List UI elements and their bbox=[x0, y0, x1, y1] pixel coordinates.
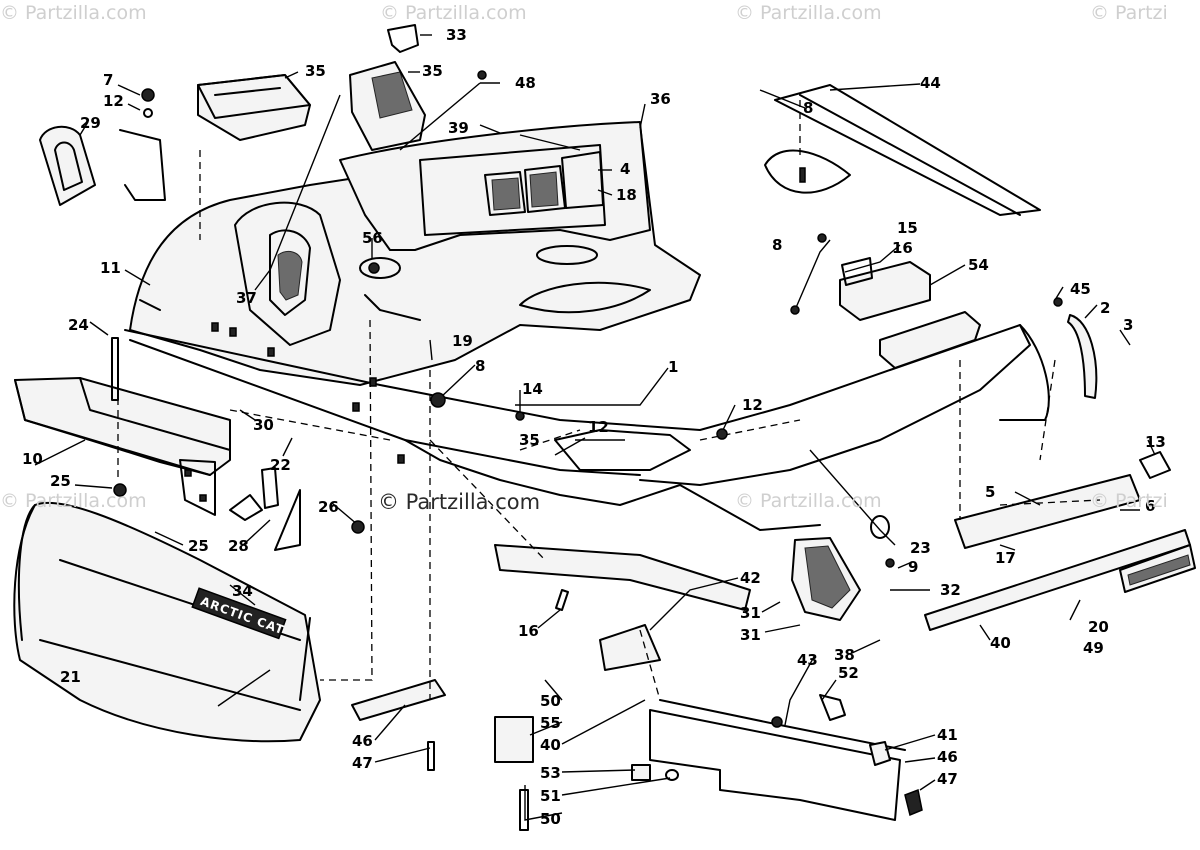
callout-32: 34 bbox=[232, 582, 253, 600]
callout-44: 44 bbox=[920, 74, 941, 92]
headlight-box bbox=[197, 74, 311, 141]
callout-47: 47 bbox=[352, 754, 373, 772]
watermark-top-left: © Partzilla.com bbox=[0, 2, 147, 24]
callout-40: 41 bbox=[937, 726, 958, 744]
callout-labels: 33 35 48 35 44 36 4 18 39 7 12 29 11 56 … bbox=[22, 26, 1166, 828]
callout-34: 35 bbox=[519, 431, 540, 449]
watermark-mid-left: © Partzilla.com bbox=[0, 490, 147, 512]
callout-15: 16 bbox=[892, 239, 913, 257]
callout-16: 16 bbox=[518, 622, 539, 640]
callout-33: 35 bbox=[422, 62, 443, 80]
bracket-54 bbox=[839, 257, 981, 369]
callout-3: 3 bbox=[1123, 316, 1133, 334]
callout-56: 56 bbox=[362, 229, 383, 247]
watermark-top-center: © Partzilla.com bbox=[380, 2, 527, 24]
callout-1: 1 bbox=[668, 358, 678, 376]
callout-54: 54 bbox=[968, 256, 989, 274]
callout-31: 32 bbox=[940, 581, 961, 599]
side-rails bbox=[924, 451, 1196, 631]
callout-9: 9 bbox=[908, 558, 918, 576]
callout-2: 2 bbox=[1100, 299, 1110, 317]
callout-29: 31 bbox=[740, 604, 761, 622]
callout-37: 39 bbox=[448, 119, 469, 137]
callout-51: 51 bbox=[540, 787, 561, 805]
callout-27: 29 bbox=[80, 114, 101, 132]
callout-19: 20 bbox=[1088, 618, 1109, 636]
callout-21: 21 bbox=[60, 668, 81, 686]
callout-17: 18 bbox=[616, 186, 637, 204]
callout-12: 12 bbox=[742, 396, 763, 414]
callout-28: 30 bbox=[253, 416, 274, 434]
callout-38: 40 bbox=[990, 634, 1011, 652]
watermark-mid-right: © Partzilla.com bbox=[735, 490, 882, 512]
leader-lines bbox=[34, 34, 1156, 821]
shroud-boot bbox=[349, 24, 426, 151]
callout-6: 6 bbox=[1145, 497, 1155, 515]
callout-9-hidden: 8 bbox=[803, 99, 813, 117]
callout-24: 25 bbox=[188, 537, 209, 555]
callout-8: 8 bbox=[475, 357, 485, 375]
callout-31: 33 bbox=[446, 26, 467, 44]
bumper-beam bbox=[14, 377, 231, 516]
hood: ARCTIC CAT bbox=[13, 501, 321, 743]
callout-25: 25 bbox=[50, 472, 71, 490]
callout-35: 37 bbox=[236, 289, 257, 307]
callout-55: 55 bbox=[540, 714, 561, 732]
fasteners bbox=[111, 70, 1063, 831]
callout-23: 24 bbox=[68, 316, 89, 334]
callout-25: 26 bbox=[318, 498, 339, 516]
callout-48: 48 bbox=[515, 74, 536, 92]
callout-26: 28 bbox=[228, 537, 249, 555]
bracket-26 bbox=[229, 467, 301, 551]
callout-13: 13 bbox=[1145, 433, 1166, 451]
callout-41: 43 bbox=[797, 651, 818, 669]
callout-39: 40 bbox=[540, 736, 561, 754]
callout-8: 8 bbox=[772, 236, 782, 254]
bracket-27 bbox=[39, 125, 166, 206]
callout-50: 50 bbox=[540, 692, 561, 710]
callout-40: 42 bbox=[740, 569, 761, 587]
callout-42: 46 bbox=[937, 748, 958, 766]
callout-45: 45 bbox=[1070, 280, 1091, 298]
callout-53: 53 bbox=[540, 764, 561, 782]
callout-35: 35 bbox=[305, 62, 326, 80]
watermark-top-edge: © Partzi bbox=[1090, 2, 1168, 24]
rail-44 bbox=[764, 84, 1041, 216]
watermark-center: © Partzilla.com bbox=[378, 490, 541, 514]
callout-16: 17 bbox=[995, 549, 1016, 567]
plate-46 bbox=[351, 679, 446, 721]
callout-5: 5 bbox=[985, 483, 995, 501]
callout-7: 15 bbox=[897, 219, 918, 237]
lower-panel bbox=[494, 624, 923, 821]
callout-36: 38 bbox=[834, 646, 855, 664]
console-panel bbox=[339, 121, 651, 279]
bumper-strip bbox=[494, 544, 751, 611]
callout-22: 22 bbox=[270, 456, 291, 474]
callout-11: 11 bbox=[100, 259, 121, 277]
callout-10: 10 bbox=[22, 450, 43, 468]
callout-52: 52 bbox=[838, 664, 859, 682]
callout-14: 14 bbox=[522, 380, 543, 398]
callout-4: 4 bbox=[620, 160, 630, 178]
watermark-mid-edge: © Partzi bbox=[1090, 490, 1168, 512]
boot-29 bbox=[791, 515, 890, 621]
callout-18: 19 bbox=[452, 332, 473, 350]
callout-20: 23 bbox=[910, 539, 931, 557]
assembly-lines bbox=[117, 100, 1101, 701]
callout-43: 47 bbox=[937, 770, 958, 788]
callout-12: 12 bbox=[588, 418, 609, 436]
handle-2 bbox=[1067, 314, 1098, 399]
callout-30: 31 bbox=[740, 626, 761, 644]
callout-49: 49 bbox=[1083, 639, 1104, 657]
steering-housing bbox=[234, 201, 341, 346]
callout-50: 50 bbox=[540, 810, 561, 828]
callout-46: 46 bbox=[352, 732, 373, 750]
watermark-top-right: © Partzilla.com bbox=[735, 2, 882, 24]
callout-12: 12 bbox=[103, 92, 124, 110]
callout-35: 36 bbox=[650, 90, 671, 108]
callout-8: 7 bbox=[103, 71, 113, 89]
